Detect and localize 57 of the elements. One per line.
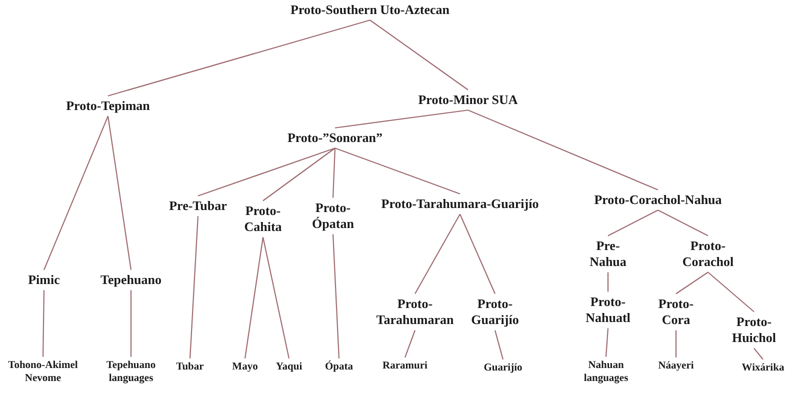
proto-language-label: Proto-Southern Uto-Aztecan [270, 2, 470, 18]
language-label: Tohono-Akimel Nevome [1, 358, 85, 386]
proto-language-label: Pre-Nahua [583, 238, 633, 270]
language-label: Tepehuano languages [96, 358, 166, 386]
tree-branch-line [607, 272, 609, 292]
language-label: Mayo [225, 360, 265, 374]
tree-branch-line [605, 328, 609, 357]
language-label: Nahuan languages [571, 358, 641, 386]
tree-branch-line [332, 234, 340, 358]
proto-language-label: Proto-Cora [651, 296, 701, 328]
tree-branch-line [460, 214, 496, 294]
proto-language-label: Pre-Tubar [158, 198, 238, 214]
tree-branch-line [244, 237, 264, 359]
proto-language-label: Proto-Tarahumaran [374, 296, 456, 328]
tree-branch-line [334, 110, 468, 128]
tree-branch-line [42, 290, 45, 357]
language-label: Tubar [170, 360, 210, 374]
proto-language-label: Proto-Cahita [238, 202, 288, 236]
language-label: Raramuri [375, 359, 435, 373]
tree-branch-line [262, 148, 336, 202]
language-label: Wixárika [728, 361, 798, 375]
tree-branch-line [675, 330, 677, 358]
tree-branch-line [198, 148, 336, 196]
language-label: Ópata [319, 360, 359, 374]
proto-language-label: Proto-Corachol [677, 238, 739, 270]
proto-language-label: Proto-Huichol [724, 314, 784, 346]
tree-branch-line [468, 110, 658, 190]
language-label: Guarijío [473, 361, 533, 375]
tree-branch-line [754, 348, 764, 360]
tree-branch-line [189, 216, 199, 358]
proto-language-label: Tepehuano [91, 272, 171, 288]
proto-language-label: Proto-Nahuatl [579, 294, 637, 326]
tree-branch-line [370, 20, 468, 90]
proto-language-label: Proto-Guarijío [464, 296, 526, 328]
tree-branch-line [404, 330, 416, 358]
proto-language-label: Proto-Tarahumara-Guarijío [370, 196, 550, 212]
proto-language-label: Proto-”Sonoran” [280, 130, 390, 146]
proto-language-label: Proto-Ópatan [306, 200, 360, 232]
proto-language-label: Proto-Tepiman [53, 98, 163, 114]
tree-branch-line [334, 148, 460, 194]
tree-branch-line [658, 210, 708, 236]
proto-language-label: Proto-Minor SUA [413, 92, 523, 108]
language-label: Náayeri [646, 359, 706, 373]
tree-branch-line [676, 272, 708, 294]
tree-branch-line [608, 210, 658, 236]
tree-branch-line [708, 272, 754, 312]
language-label: Yaqui [269, 360, 309, 374]
tree-branch-line [494, 330, 504, 360]
tree-branch-line [262, 237, 290, 359]
tree-branch-line [332, 148, 336, 198]
tree-branch-line [130, 290, 132, 357]
tree-branch-line [107, 116, 132, 270]
tree-branch-line [414, 214, 460, 294]
proto-language-label: Proto-Corachol-Nahua [578, 192, 738, 208]
proto-language-label: Pimic [14, 272, 74, 288]
tree-branch-line [44, 116, 108, 270]
tree-branch-line [108, 20, 370, 96]
